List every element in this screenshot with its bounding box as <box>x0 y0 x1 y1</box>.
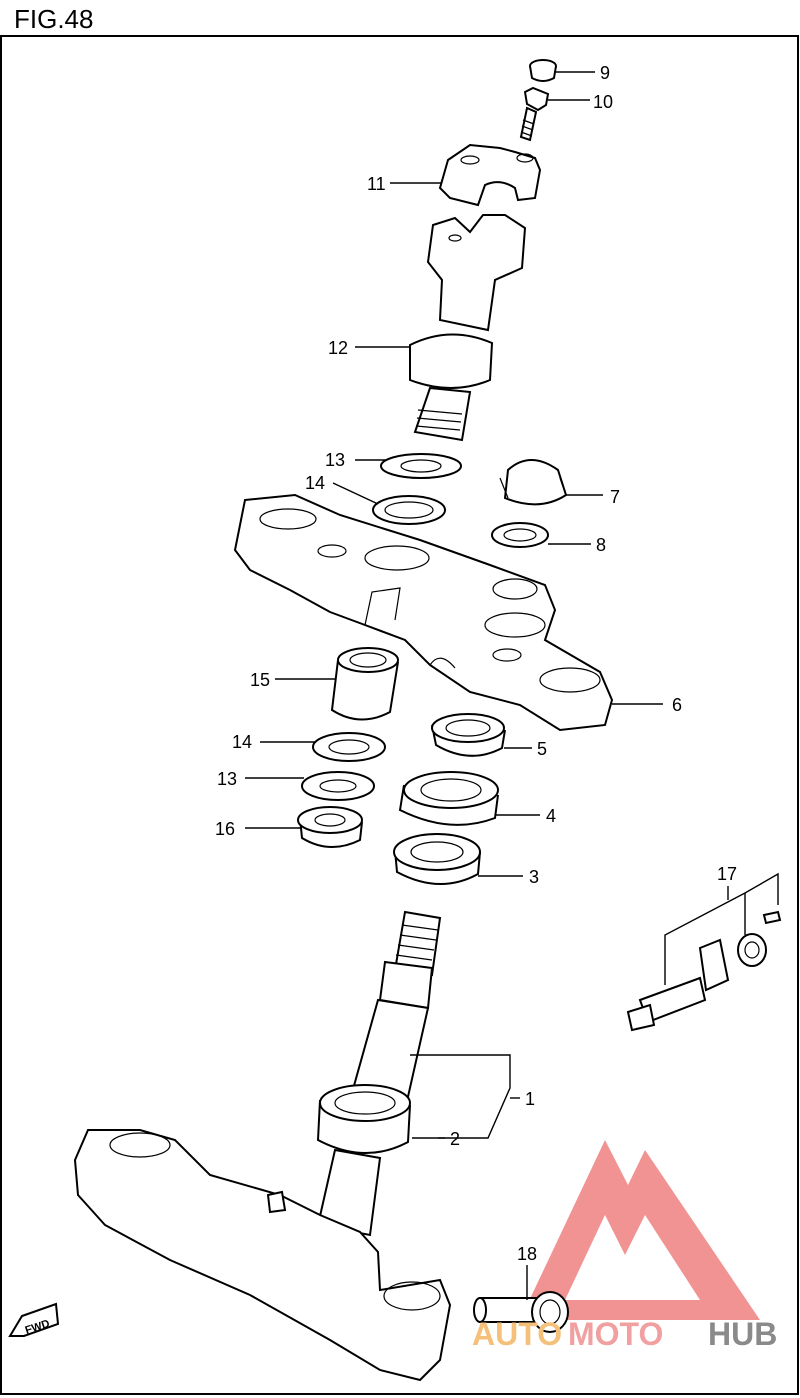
label-18: 18 <box>517 1244 537 1264</box>
label-8: 8 <box>596 535 606 555</box>
label-7: 7 <box>610 487 620 507</box>
label-6: 6 <box>672 695 682 715</box>
watermark-text: AUTO MOTO HUB <box>472 1316 777 1352</box>
part-collar <box>330 647 399 721</box>
watermark-logo <box>520 1140 760 1320</box>
part-washer-13-upper <box>380 453 462 479</box>
leader-lines <box>245 71 779 1300</box>
part-lock-nut <box>431 713 506 757</box>
label-13-upper: 13 <box>325 450 345 470</box>
label-11: 11 <box>367 174 386 194</box>
part-bolt <box>519 86 550 142</box>
part-cap <box>529 59 557 82</box>
label-15: 15 <box>250 670 270 690</box>
part-upper-bracket <box>233 493 614 732</box>
watermark-auto: AUTO <box>472 1316 562 1352</box>
label-13-lower: 13 <box>217 769 237 789</box>
part-cap-nut <box>499 459 568 506</box>
label-3: 3 <box>529 867 539 887</box>
part-washer-13-lower <box>301 771 375 801</box>
label-1: 1 <box>525 1089 535 1109</box>
label-14-upper: 14 <box>305 473 325 493</box>
label-17: 17 <box>717 864 737 884</box>
label-9: 9 <box>600 63 610 83</box>
label-4: 4 <box>546 806 556 826</box>
label-14-lower: 14 <box>232 732 252 752</box>
part-washer-14-upper <box>372 495 446 525</box>
part-steering-stem <box>73 910 452 1382</box>
part-dust-seal <box>316 1084 411 1154</box>
part-pin <box>473 1291 569 1333</box>
part-bearing <box>393 833 481 885</box>
part-bearing-race <box>398 771 499 826</box>
watermark-hub: HUB <box>708 1316 777 1352</box>
part-handlebar-holder-upper <box>438 143 542 207</box>
label-12: 12 <box>328 338 348 358</box>
label-2: 2 <box>450 1129 460 1149</box>
part-handlebar-holder-lower <box>409 214 527 442</box>
label-16: 16 <box>215 819 235 839</box>
label-5: 5 <box>537 739 547 759</box>
part-nut-16 <box>297 806 363 848</box>
figure-title: FIG.48 <box>14 4 94 34</box>
forward-arrow-badge: FWD <box>8 1302 60 1337</box>
watermark-moto: MOTO <box>568 1316 663 1352</box>
label-10: 10 <box>593 92 613 112</box>
part-washer-8 <box>491 522 549 548</box>
part-washer-14-lower <box>312 732 386 762</box>
diagram-border <box>0 35 799 1395</box>
part-steering-lock <box>626 910 782 1032</box>
